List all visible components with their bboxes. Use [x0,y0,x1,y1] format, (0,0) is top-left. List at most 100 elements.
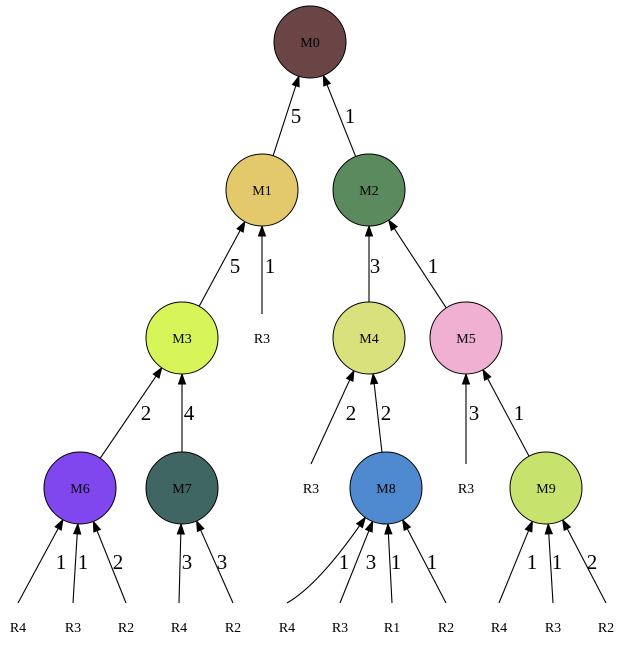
edge-l-m9-r2-to-m9: 2 [561,518,607,604]
arrowhead-icon [257,224,267,237]
arrowhead-icon [387,218,399,232]
edge-weight-label: 1 [428,254,439,278]
node-m8: M8 [349,451,423,525]
edge-weight-label: 3 [182,550,193,574]
arrowhead-icon [322,74,332,87]
node-circle [43,451,117,525]
edge-line [99,375,157,459]
node-label: M3 [172,332,191,347]
edge-weight-label: 5 [291,104,302,128]
edge-l-m1-r3-to-m1: 1 [257,224,275,314]
arrowhead-icon [54,518,64,531]
node-circle [509,451,583,525]
arrowhead-icon [345,369,355,382]
edge-l-m6-r4-to-m6: 1 [17,518,67,604]
arrowhead-icon [195,519,205,533]
arrowhead-icon [355,516,367,529]
arrowhead-icon [561,518,572,532]
leaf-l-m8-r3: R3 [332,621,348,636]
edge-line [548,533,554,604]
edge-line [387,533,393,604]
edge-weight-label: 3 [366,550,377,574]
leaf-l-m4-r3: R3 [303,482,319,497]
edge-weight-label: 3 [370,254,381,278]
arrowhead-icon [544,522,554,535]
edge-m7-to-m3: 4 [177,372,195,452]
edge-l-m9-r4-to-m9: 1 [498,519,538,604]
edge-weight-label: 3 [469,401,480,425]
edge-weight-label: 1 [345,104,356,128]
edge-m3-to-m1: 5 [198,220,246,307]
leaf-l-m9-r2: R2 [598,621,614,636]
leaf-l-m6-r3: R3 [65,621,81,636]
arrowhead-icon [291,74,300,88]
edge-weight-label: 1 [56,550,67,574]
leaf-l-m9-r3: R3 [545,621,561,636]
edge-weight-label: 2 [113,550,124,574]
edge-weight-label: 4 [184,401,195,425]
leaf-l-m8-r1: R1 [384,621,400,636]
edge-l-m4-r3-to-m4: 2 [310,369,356,465]
node-m6: M6 [43,451,117,525]
arrowhead-icon [364,224,374,237]
leaf-l-m8-r2: R2 [438,621,454,636]
edge-weight-label: 2 [381,401,392,425]
arrowhead-icon [177,372,187,385]
edge-weight-label: 3 [217,550,228,574]
edge-line [339,530,370,604]
edge-weight-label: 1 [514,401,525,425]
edge-line [286,525,361,604]
edge-weight-label: 1 [391,550,402,574]
edge-line [393,228,447,309]
edge-weight-label: 1 [527,550,538,574]
arrowhead-icon [401,518,412,532]
edge-line [272,85,297,156]
edge-l-m5-r3-to-m5: 3 [461,372,480,464]
edge-l-m8-r4-to-m8: 1 [286,516,367,604]
leaf-l-m6-r2: R2 [118,621,134,636]
node-circle [145,301,219,375]
leaf-l-m1-r3: R3 [254,332,270,347]
node-m7: M7 [145,451,219,525]
arrowhead-icon [384,522,393,535]
node-m2: M2 [332,153,406,227]
node-circle [332,153,406,227]
node-m4: M4 [332,301,406,375]
leaf-l-m7-r4: R4 [171,621,187,636]
edge-l-m8-r1-to-m8: 1 [384,522,402,604]
node-m3: M3 [145,301,219,375]
edge-line [200,529,234,604]
edge-l-m9-r3-to-m9: 1 [544,522,562,604]
arrowhead-icon [524,519,533,533]
edge-m5-to-m2: 1 [387,218,447,309]
edge-l-m8-r2-to-m8: 1 [401,518,447,604]
arrowhead-icon [461,372,471,385]
edge-line [487,378,530,457]
node-label: M4 [359,332,378,347]
leaf-l-m9-r4: R4 [491,621,507,636]
edge-line [498,530,530,604]
leaf-l-m5-r3: R3 [458,482,474,497]
leaf-l-m7-r2: R2 [225,621,241,636]
edge-line [373,383,383,453]
edge-line [17,528,59,604]
arrowhead-icon [176,522,185,535]
node-m1: M1 [225,153,299,227]
node-circle [145,451,219,525]
edge-m4-to-m2: 3 [364,224,381,302]
edge-l-m7-r4-to-m7: 3 [176,522,193,604]
node-circle [349,451,423,525]
edge-l-m8-r3-to-m8: 3 [339,520,377,604]
edge-weight-label: 1 [339,550,350,574]
arrowhead-icon [92,520,102,533]
arrowhead-icon [152,366,163,379]
edge-m9-to-m5: 1 [482,368,530,457]
edge-m8-to-m4: 2 [370,372,392,453]
node-label: M1 [252,184,271,199]
edge-line [326,84,357,157]
node-label: M5 [456,332,475,347]
leaf-l-m6-r4: R4 [10,621,26,636]
node-circle [225,153,299,227]
